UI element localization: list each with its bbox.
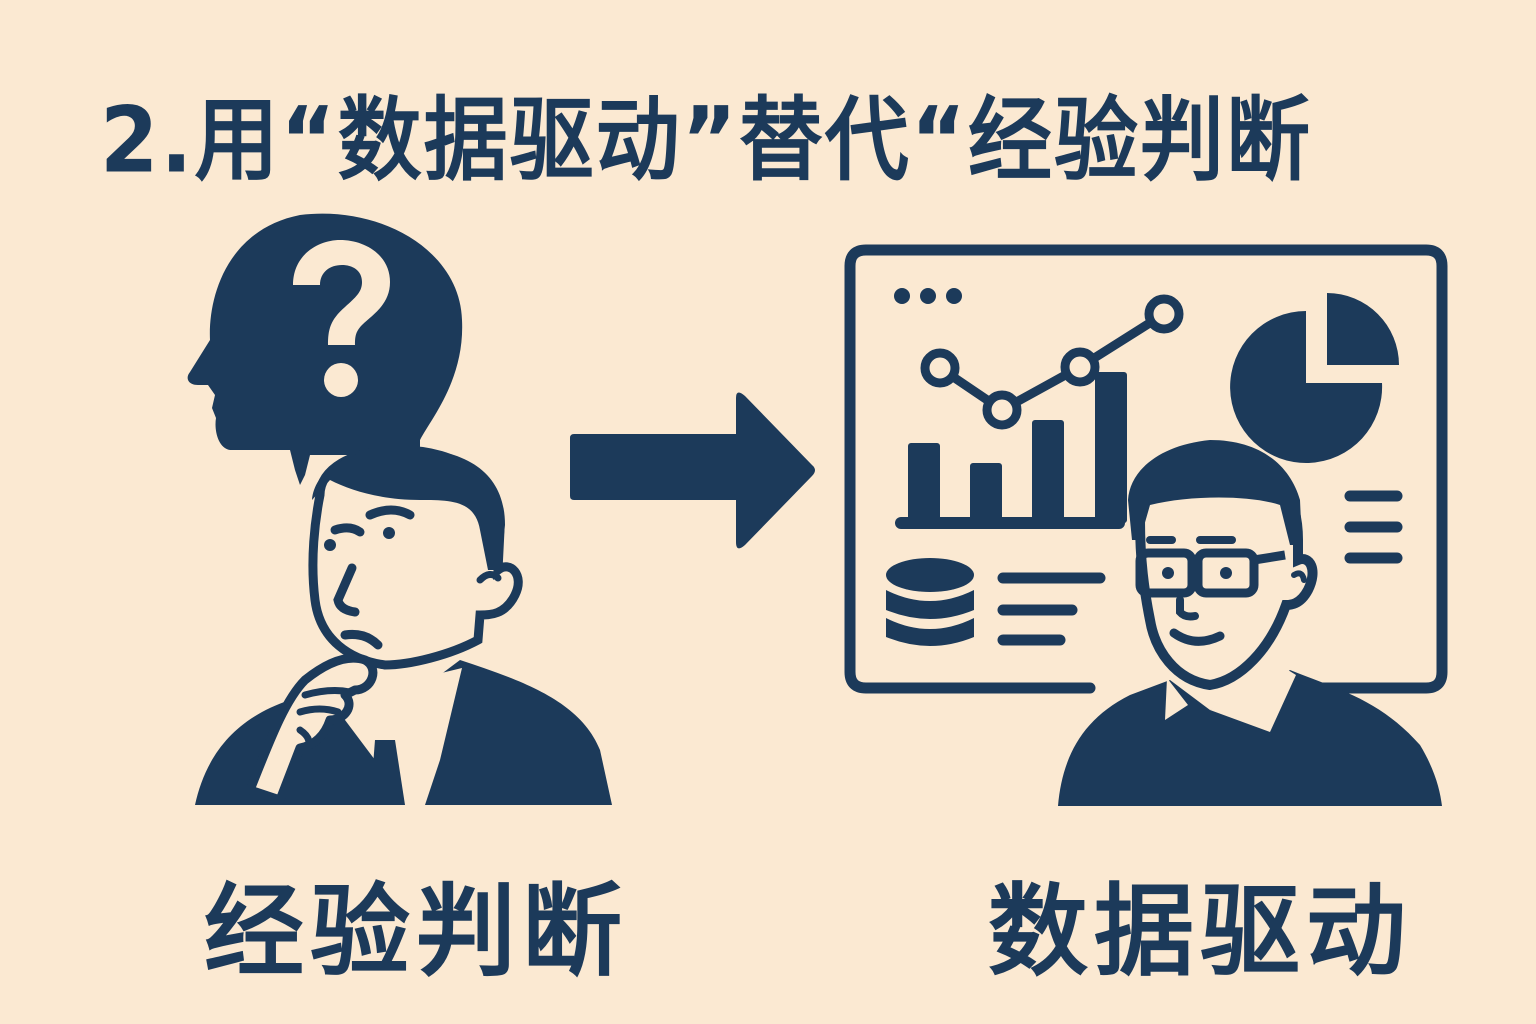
line-chart-icon [920,294,1184,430]
head-silhouette-icon [187,213,463,485]
question-mark-icon [293,240,390,397]
man-with-glasses-icon [1058,440,1442,806]
experience-judgment-label: 经验判断 [204,873,628,990]
dashboard-window-icon [844,244,1448,694]
pie-chart-icon [1230,293,1399,463]
thinking-man-icon [195,445,612,805]
database-icon [886,558,974,646]
page-title: 2.用“数据驱动”替代“经验判断 [100,87,1312,194]
text-lines-icon [997,490,1403,646]
data-driven-label: 数据驱动 [988,873,1412,990]
arrow-right-icon [570,392,815,549]
bar-chart-icon [895,372,1127,529]
